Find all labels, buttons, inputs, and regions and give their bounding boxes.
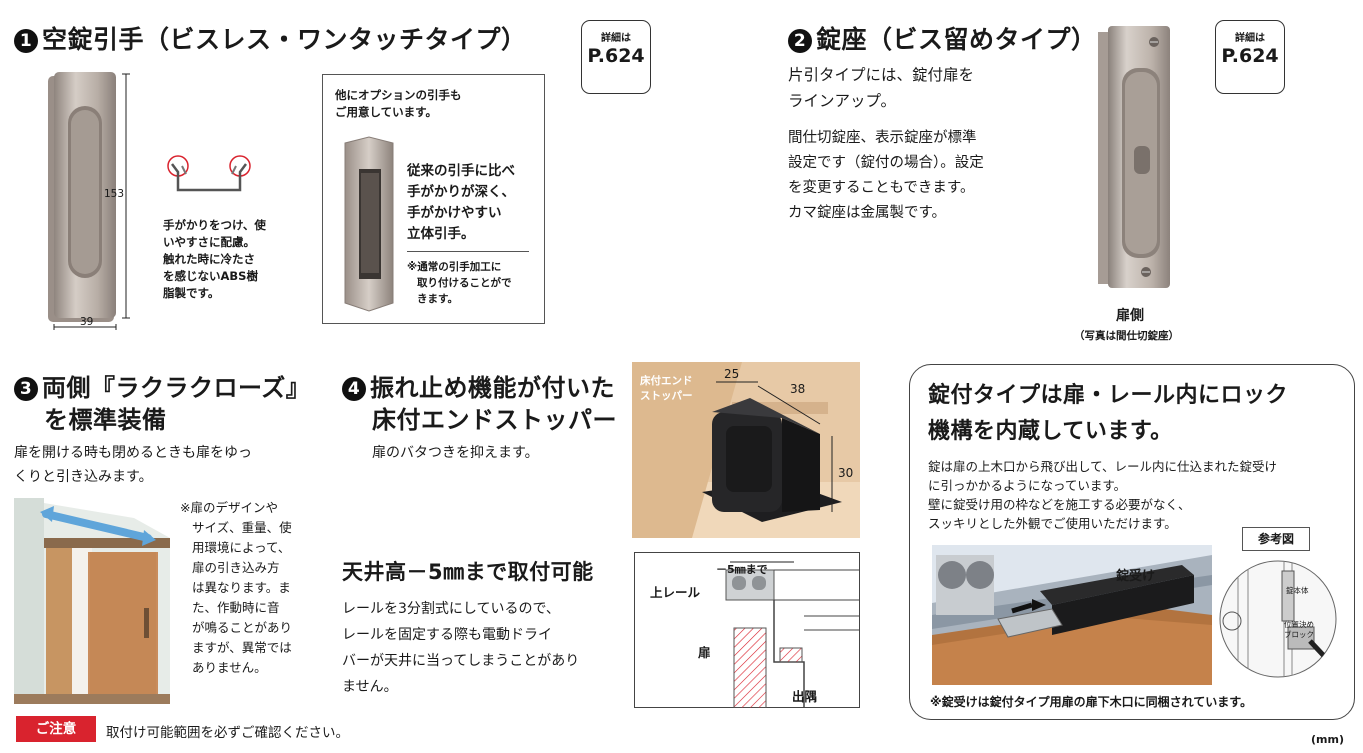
dimension-height: 153 (104, 188, 125, 200)
section-number-1: 1 (14, 29, 38, 53)
lock-title: 錠付タイプは扉・レール内にロック (928, 383, 1289, 408)
unit-label: (mm) (1311, 733, 1344, 746)
rail-diag-clearance: －5㎜まで (716, 563, 768, 576)
stopper-photo-label: 床付エンド ストッパー (640, 375, 693, 402)
reference-figure-label: 参考図 (1242, 527, 1310, 551)
rail-diag-door: 扉 (698, 645, 711, 660)
lockplate-desc-2: 間仕切錠座、表示錠座が標準 設定です（錠付の場合）。設定 を変更することもできま… (788, 130, 984, 221)
stopper-dim-c: 30 (838, 466, 854, 480)
rail-diag-corner: 出隅 (792, 689, 818, 704)
stopper-dim-a: 25 (724, 367, 740, 381)
option-title: 他にオプションの引手も ご用意しています。 (335, 88, 462, 119)
detail-page-badge-1[interactable]: 詳細は P.624 (581, 20, 651, 94)
section3-note: ※扉のデザインや サイズ、重量、使 用環境によって、 扉の引き込み方 は異なりま… (180, 500, 293, 675)
lockplate-caption-sub: （写真は間仕切錠座） (1074, 330, 1179, 342)
lock-mechanism-box: 錠付タイプは扉・レール内にロック 機構を内蔵しています。 錠は扉の上木口から飛び… (909, 364, 1355, 720)
caution-text: 取付け可能範囲を必ずご確認ください。 (106, 725, 349, 741)
ceiling-title: 天井高－5㎜まで取付可能 (342, 560, 594, 584)
section4-body: 扉のバタつきを抑えます。 (372, 445, 539, 461)
lock-body: 錠は扉の上木口から飛び出して、レール内に仕込まれた錠受け に引っかかるようになっ… (928, 459, 1278, 531)
option-note: ※通常の引手加工に 取り付けることがで きます。 (407, 261, 512, 305)
lock-title-line2: 機構を内蔵しています。 (928, 419, 1173, 444)
rail-diag-upper-rail: 上レール (650, 585, 701, 600)
section4-title-line2: 床付エンドストッパー (372, 406, 617, 434)
lock-footnote: ※錠受けは錠付タイプ用扉の扉下木口に同梱されています。 (930, 695, 1253, 709)
detail-page-badge-2[interactable]: 詳細は P.624 (1215, 20, 1285, 94)
sliding-door-image (14, 498, 170, 704)
lock-receiver-label: 錠受け (1116, 569, 1156, 584)
ceiling-body: レールを3分割式にしているので、 レールを固定する際も電動ドライ バーが天井に当… (342, 601, 580, 695)
section-number-3: 3 (14, 377, 38, 401)
lockplate-caption: 扉側 (1116, 308, 1144, 324)
section3-title-line2: を標準装備 (44, 406, 167, 434)
end-stopper-image (632, 362, 860, 538)
section-number-4: 4 (342, 377, 366, 401)
dimension-width: 39 (80, 316, 94, 328)
option-divider (407, 251, 529, 252)
section3-body: 扉を開ける時も閉めるときも扉をゆっ くりと引き込みます。 (14, 445, 252, 485)
ref-part-positioning: 位置決め (1284, 620, 1314, 629)
section-number-2: 2 (788, 29, 812, 53)
option-body: 従来の引手に比べ 手がかりが深く、 手がかけやすい 立体引手。 (407, 163, 515, 242)
option-handle-box: 他にオプションの引手も ご用意しています。 従来の引手に比べ 手がかりが深く、 … (322, 74, 545, 324)
ref-part-lock-body: 錠本体 (1286, 586, 1309, 595)
handle-note: 手がかりをつけ、使 いやすさに配慮。 触れた時に冷たさ を感じないABS樹 脂製… (163, 218, 266, 300)
lock-receiver-image (932, 545, 1212, 685)
stopper-dim-b: 38 (790, 382, 806, 396)
caution-badge: ご注意 (16, 716, 96, 742)
clip-mechanism-diagram (167, 155, 251, 192)
lockplate-desc-1: 片引タイプには、錠付扉を ラインアップ。 (788, 66, 975, 110)
ref-part-block: ブロック (1284, 630, 1314, 639)
recessed-pull-handle-image (48, 72, 130, 330)
reference-figure (1219, 560, 1337, 678)
rail-section-diagram (634, 552, 860, 708)
option-pull-handle-image (344, 136, 394, 312)
lock-plate-image (1098, 26, 1170, 288)
